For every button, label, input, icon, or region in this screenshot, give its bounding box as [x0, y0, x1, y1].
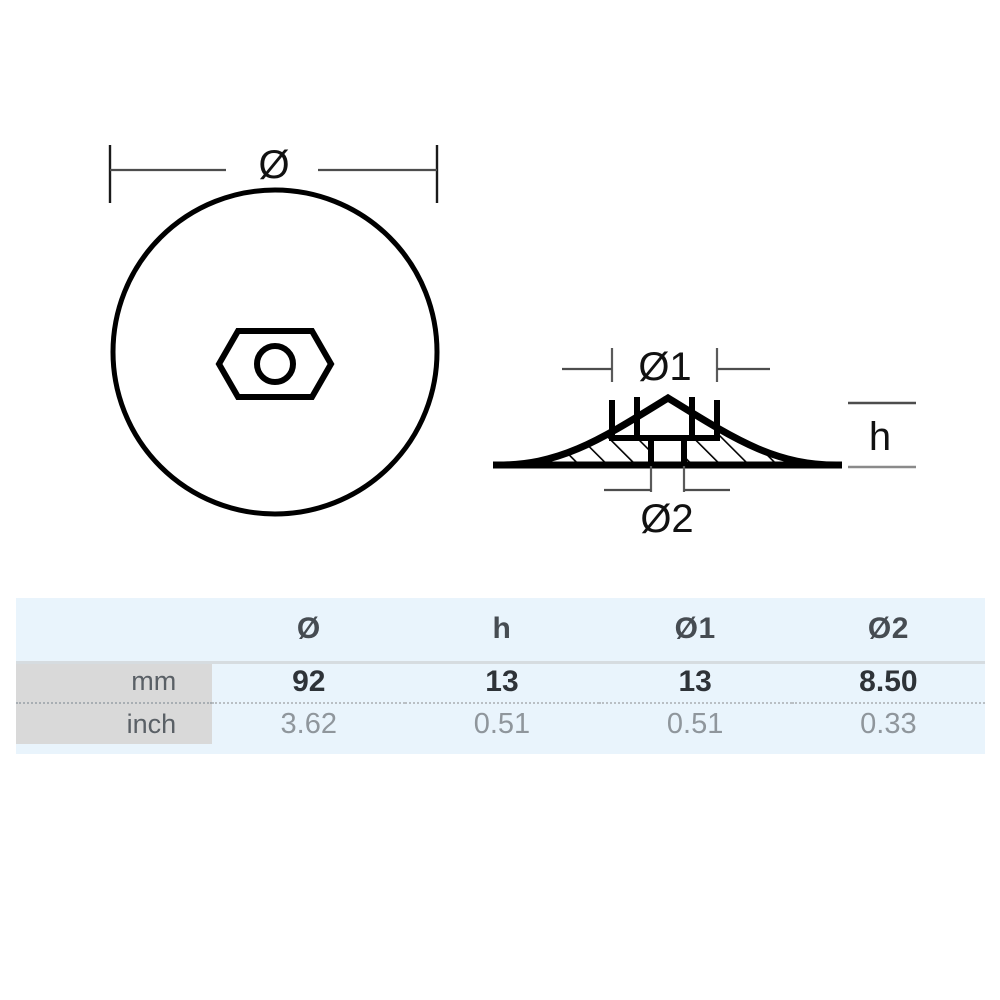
diameter-label: Ø: [258, 143, 289, 187]
bore-bottom-label: Ø2: [640, 497, 693, 541]
bore-bottom-dimension: Ø2: [604, 466, 730, 541]
section-outline: [494, 393, 841, 469]
value-inch-diameter: 3.62: [280, 708, 337, 741]
value-mm-bore1: 13: [598, 662, 792, 704]
unit-label-inch: inch: [16, 702, 213, 744]
table-bottom-spacer: [16, 744, 985, 754]
dimensions-table: Ø h Ø1 Ø2 mm 92 13 13 8.50 inch 3.62 0.5: [16, 598, 985, 754]
table-header-row: Ø h Ø1 Ø2: [16, 598, 985, 664]
diameter-dimension-top: Ø: [108, 143, 439, 203]
value-mm-bore2: 8.50: [791, 662, 985, 704]
header-cell-bore1: Ø1: [598, 598, 792, 664]
bore-top-label: Ø1: [638, 345, 691, 389]
value-mm-height: 13: [405, 662, 599, 704]
height-dimension: h: [848, 401, 916, 469]
header-cell-height: h: [405, 598, 599, 664]
specification-table: Ø h Ø1 Ø2 mm 92 13 13 8.50 inch 3.62 0.5: [16, 598, 985, 754]
table-row-inch: inch 3.62 0.51 0.51 0.33: [16, 702, 985, 744]
technical-drawing-svg: Ø Ø1: [108, 143, 916, 541]
height-label: h: [869, 415, 891, 459]
header-cell-bore2: Ø2: [791, 598, 985, 664]
value-mm-diameter: 92: [212, 662, 406, 704]
header-cell-unit: [16, 598, 213, 664]
table-bottom-spacer-cell: [16, 744, 985, 754]
value-inch-height: 0.51: [473, 708, 531, 741]
table-row-mm: mm 92 13 13 8.50: [16, 662, 985, 704]
hex-nut-group: [215, 328, 335, 400]
value-inch-bore2: 0.33: [860, 708, 917, 741]
value-inch-bore1: 0.51: [666, 708, 724, 741]
section-body-group: [493, 393, 842, 469]
header-cell-diameter: Ø: [212, 598, 406, 664]
hex-nut-bore-circle: [254, 343, 296, 385]
unit-label-mm: mm: [16, 662, 213, 704]
bore-top-dimension: Ø1: [562, 345, 770, 389]
